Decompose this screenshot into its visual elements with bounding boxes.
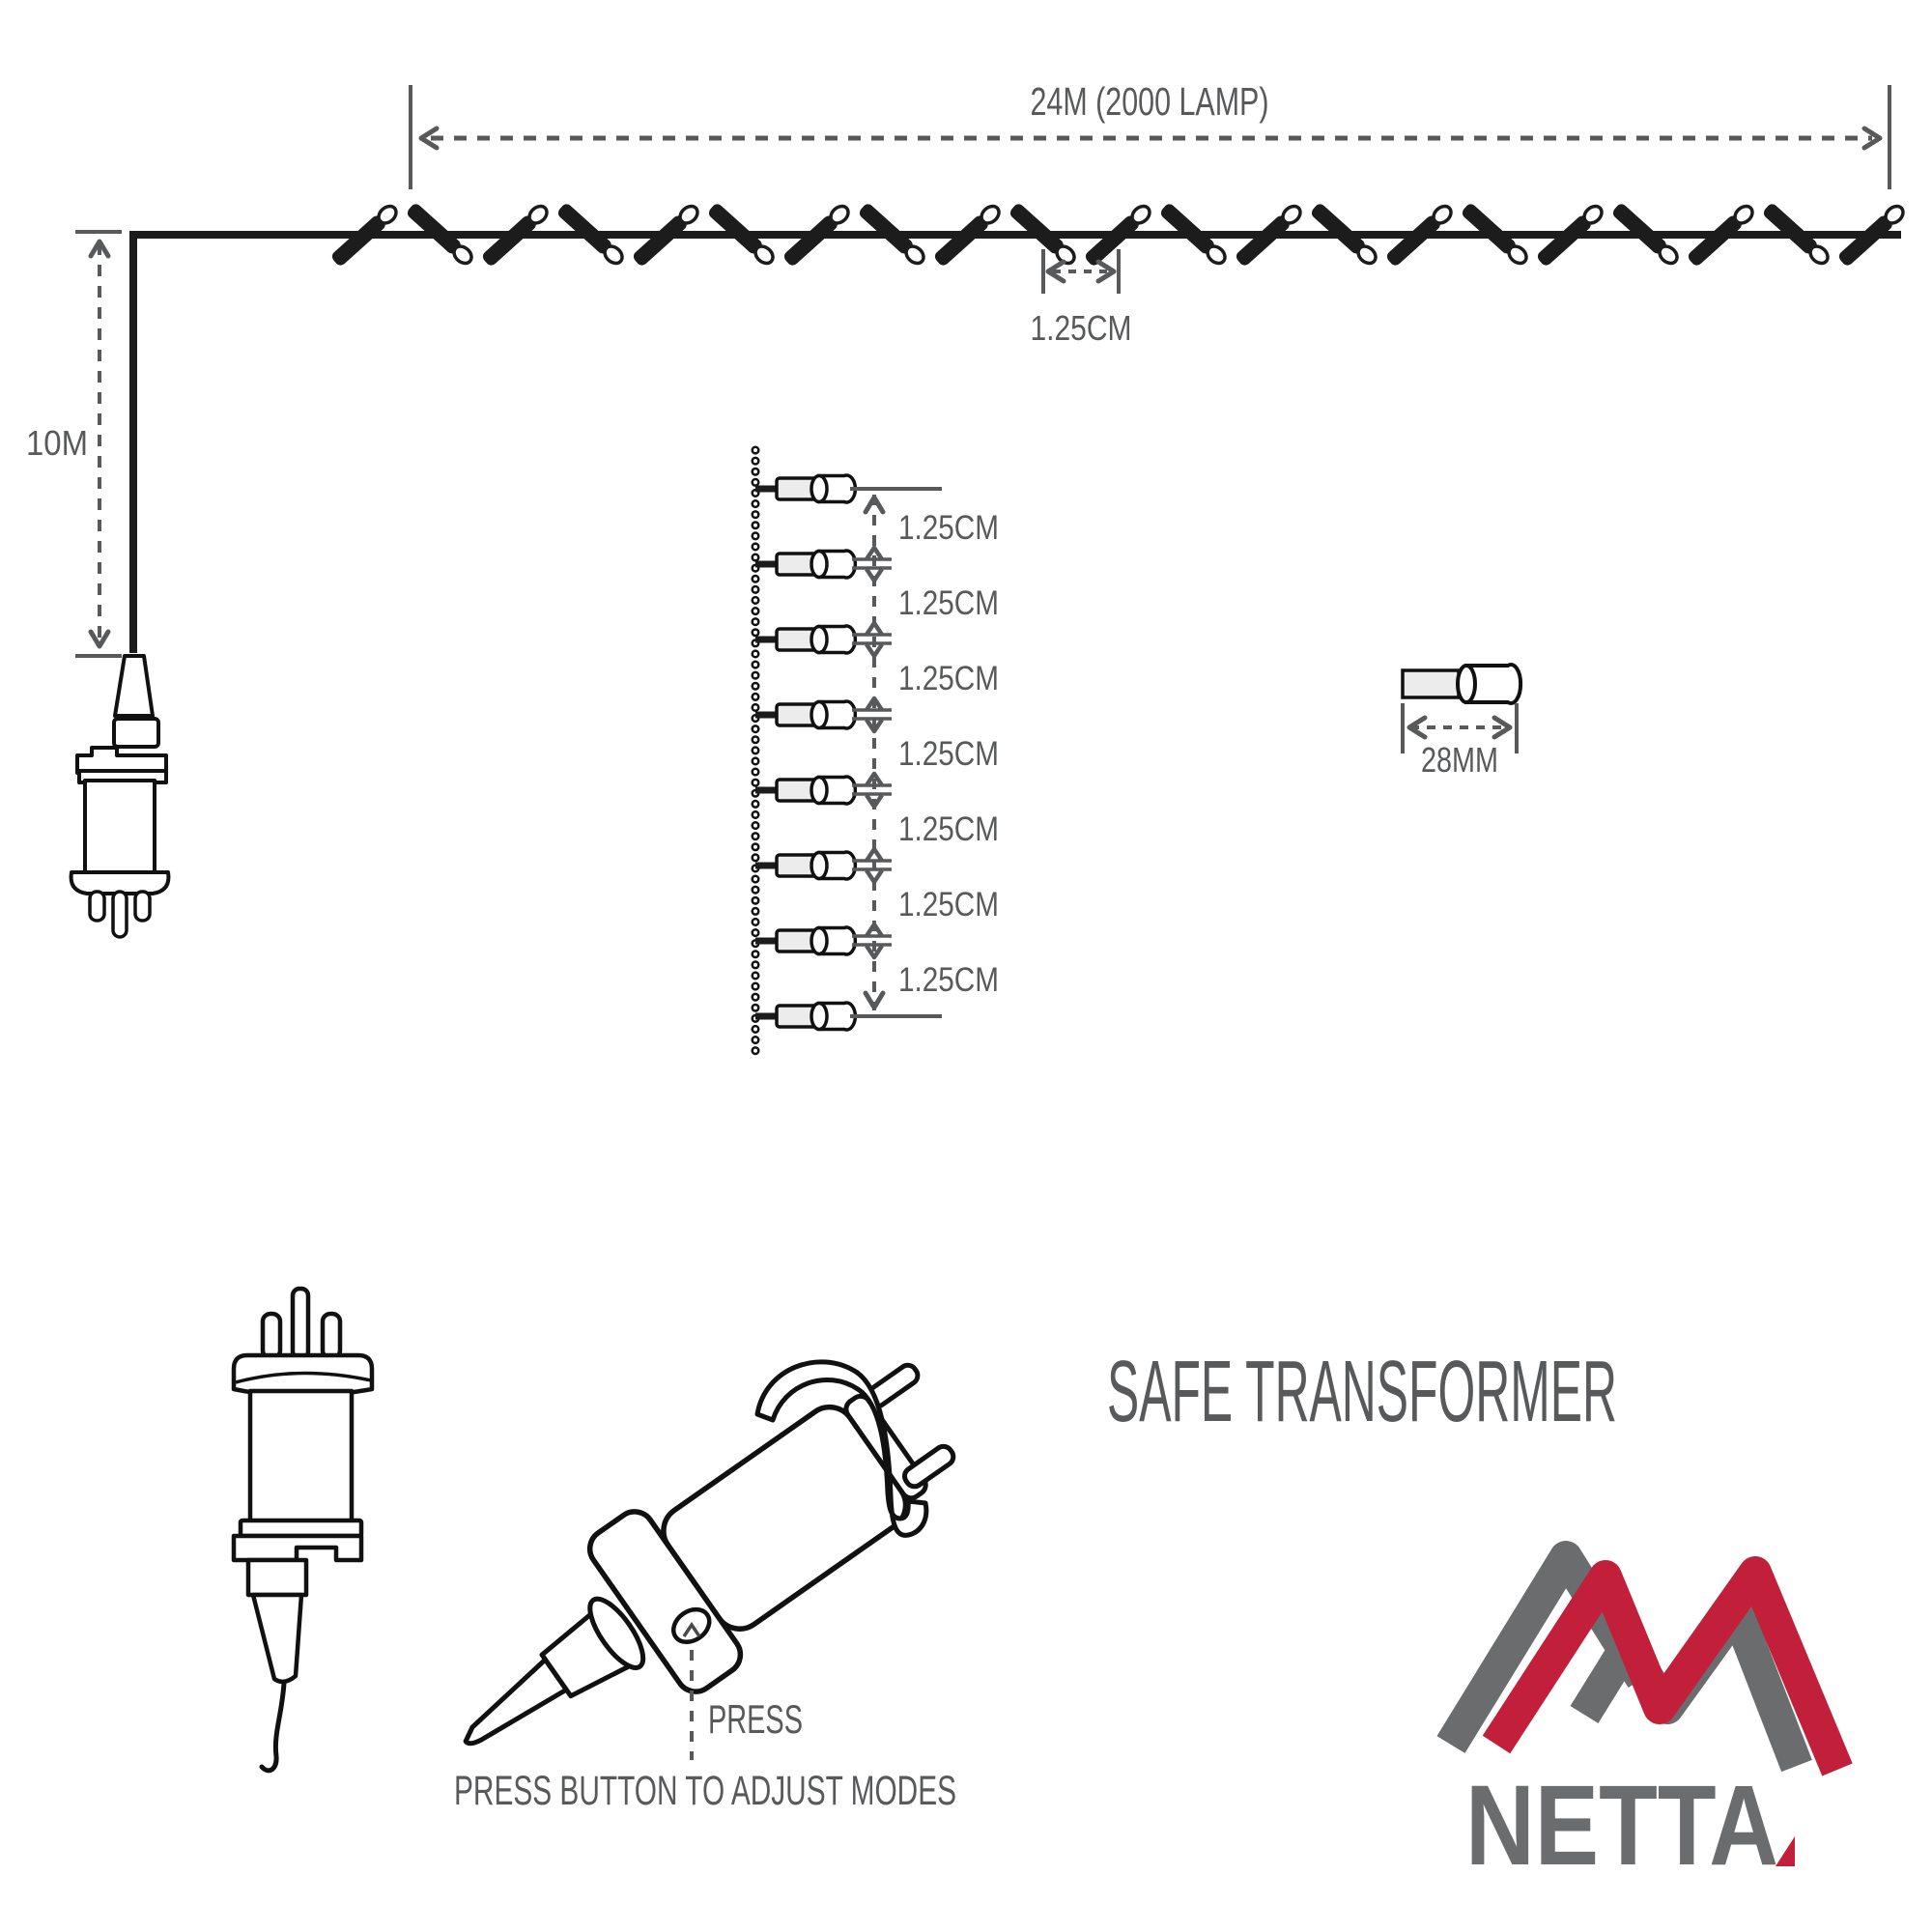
power-adapter-top-left	[69, 654, 171, 939]
logo-wedge-icon	[1776, 1836, 1795, 1866]
spacing-label: 1.25CM	[898, 735, 999, 773]
button-arrow-icon	[682, 1621, 701, 1637]
press-instruction: PRESS BUTTON TO ADJUST MODES	[454, 1768, 956, 1814]
total-length-dimension: 24M (2000 LAMP)	[409, 79, 1891, 189]
spacing-label: 1.25CM	[898, 886, 999, 923]
spacing-label: 1.25CM	[898, 509, 999, 547]
drop-length-dimension: 10M	[26, 230, 122, 658]
vertical-string-detail: 1.25CM 1.25CM 1.25CM 1.25CM 1.25CM 1.25C…	[751, 445, 999, 1058]
mode-transformer: PRESS PRESS BUTTON TO ADJUST MODES	[454, 1359, 956, 1814]
plug-pin	[902, 1443, 956, 1490]
spacing-label: 1.25CM	[898, 961, 999, 999]
netta-logo: NETTA	[1436, 1541, 1853, 1889]
uk-plug-detail	[231, 1286, 375, 1774]
top-spacing-label: 1.25CM	[1031, 308, 1132, 348]
bulb-size-label: 28MM	[1421, 740, 1498, 780]
main-wire	[129, 231, 1901, 653]
lamp	[753, 925, 858, 956]
top-spacing-dimension: 1.25CM	[1031, 249, 1132, 348]
plug-bracket	[754, 1359, 929, 1538]
total-length-label: 24M (2000 LAMP)	[1031, 79, 1269, 124]
lamp	[753, 473, 858, 504]
press-label: PRESS	[708, 1696, 803, 1742]
safe-transformer-heading: SAFE TRANSFORMER	[1107, 1344, 1617, 1440]
spacing-label: 1.25CM	[898, 584, 999, 622]
logo-mark-red	[1482, 1556, 1853, 1776]
lamp	[753, 1001, 858, 1032]
lamp	[753, 775, 858, 806]
lamp	[753, 699, 858, 730]
spacing-label: 1.25CM	[898, 660, 999, 697]
transformer-flange	[586, 1509, 744, 1694]
spacing-label: 1.25CM	[898, 810, 999, 848]
lamp	[753, 850, 858, 881]
lamp	[753, 549, 858, 580]
lamp	[753, 624, 858, 655]
drop-length-label: 10M	[26, 423, 88, 463]
bulb-size-detail: 28MM	[1401, 663, 1523, 780]
logo-wordmark: NETTA	[1465, 1762, 1778, 1889]
top-light-string	[129, 200, 1909, 653]
